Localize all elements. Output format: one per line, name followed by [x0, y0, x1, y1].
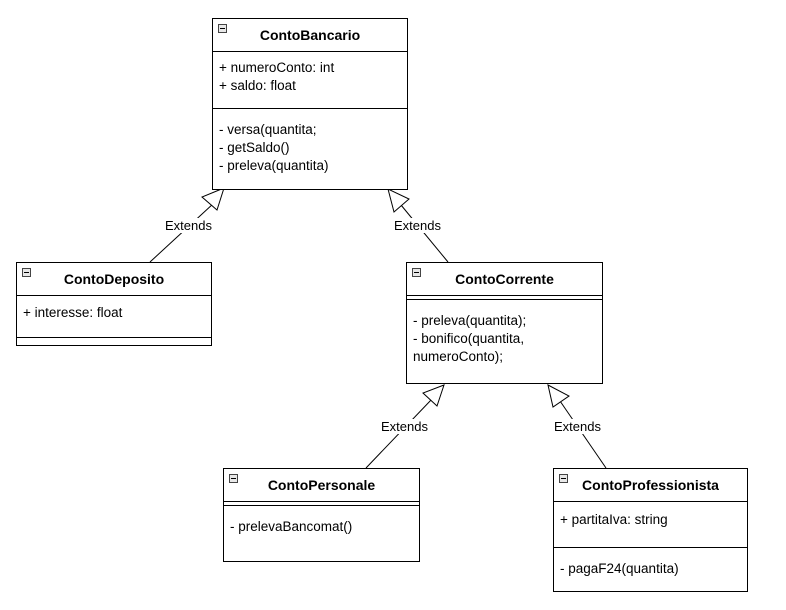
method: - preleva(quantita)	[219, 158, 329, 173]
attributes-section: + interesse: float	[17, 296, 211, 338]
methods-section: - preleva(quantita); - bonifico(quantita…	[407, 300, 602, 370]
class-conto-bancario[interactable]: ContoBancario + numeroConto: int + saldo…	[212, 18, 408, 190]
extends-label: Extends	[393, 218, 442, 233]
attribute: + numeroConto: int	[219, 60, 335, 75]
class-conto-personale[interactable]: ContoPersonale - prelevaBancomat()	[223, 468, 420, 562]
collapse-icon[interactable]	[412, 268, 421, 277]
attributes-section	[224, 502, 419, 506]
method: - prelevaBancomat()	[230, 519, 353, 534]
collapse-icon[interactable]	[559, 474, 568, 483]
class-conto-deposito[interactable]: ContoDeposito + interesse: float	[16, 262, 212, 346]
edge-professionista-corrente	[547, 384, 607, 469]
class-name: ContoDeposito	[63, 271, 165, 287]
attribute: + saldo: float	[219, 78, 296, 93]
class-name: ContoProfessionista	[582, 477, 719, 493]
method: - bonifico(quantita,	[413, 331, 525, 346]
generalization-arrowhead	[422, 384, 445, 407]
extends-label: Extends	[553, 419, 602, 434]
attributes-section: + numeroConto: int + saldo: float	[213, 52, 407, 109]
generalization-arrowhead	[387, 188, 410, 213]
extends-label: Extends	[164, 218, 213, 233]
class-header: ContoDeposito	[17, 263, 211, 296]
attributes-section: + partitaIva: string	[554, 502, 747, 548]
methods-section: - versa(quantita; - getSaldo() - preleva…	[213, 109, 407, 179]
generalization-arrowhead	[547, 384, 570, 408]
class-header: ContoPersonale	[224, 469, 419, 502]
edge-corrente-bancario	[387, 188, 449, 263]
collapse-icon[interactable]	[22, 268, 31, 277]
attribute: + partitaIva: string	[560, 512, 668, 527]
class-conto-corrente[interactable]: ContoCorrente - preleva(quantita); - bon…	[406, 262, 603, 384]
class-name: ContoCorrente	[455, 271, 554, 287]
class-header: ContoProfessionista	[554, 469, 747, 502]
attributes-section	[407, 296, 602, 300]
generalization-arrowhead	[201, 187, 225, 211]
methods-section: - prelevaBancomat()	[224, 506, 419, 540]
method: numeroConto);	[413, 349, 504, 364]
class-name: ContoPersonale	[267, 477, 376, 493]
method: - versa(quantita;	[219, 122, 317, 137]
class-header: ContoBancario	[213, 19, 407, 52]
method: - pagaF24(quantita)	[560, 561, 679, 576]
attribute: + interesse: float	[23, 305, 123, 320]
method: - preleva(quantita);	[413, 313, 527, 328]
collapse-icon[interactable]	[229, 474, 238, 483]
method: - getSaldo()	[219, 140, 290, 155]
collapse-icon[interactable]	[218, 24, 227, 33]
class-header: ContoCorrente	[407, 263, 602, 296]
class-name: ContoBancario	[259, 27, 361, 43]
class-conto-professionista[interactable]: ContoProfessionista + partitaIva: string…	[553, 468, 748, 592]
methods-section	[17, 338, 211, 342]
methods-section: - pagaF24(quantita)	[554, 548, 747, 582]
extends-label: Extends	[380, 419, 429, 434]
